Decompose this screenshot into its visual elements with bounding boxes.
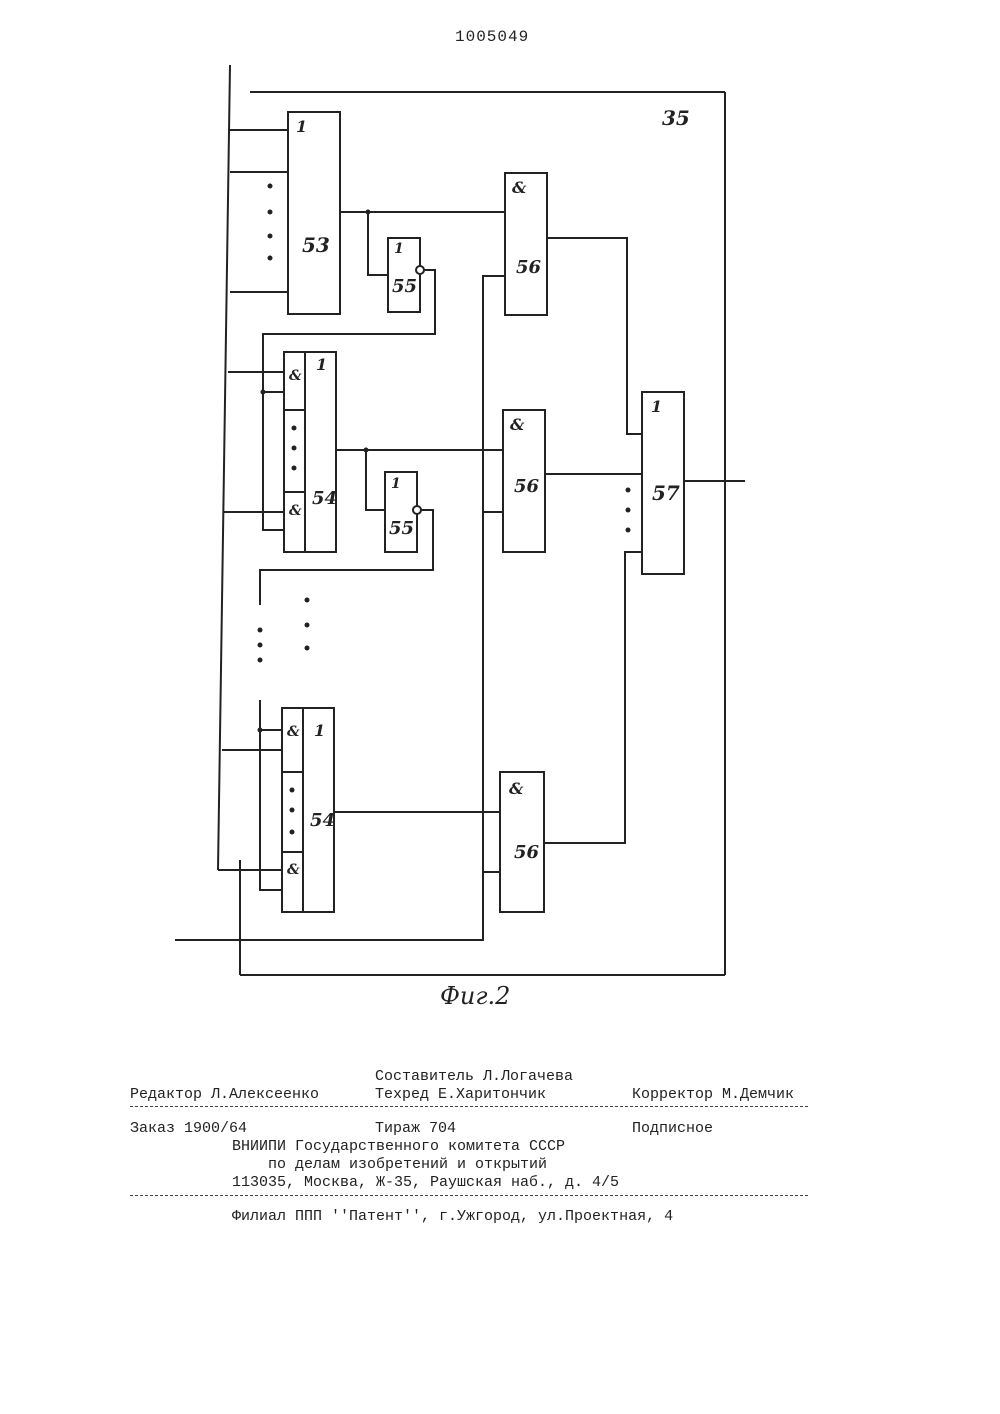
org-line-2: по делам изобретений и открытий bbox=[268, 1156, 547, 1173]
svg-text:1: 1 bbox=[651, 397, 662, 416]
label-57: 57 bbox=[652, 481, 680, 505]
subscription: Подписное bbox=[632, 1120, 713, 1137]
editor: Редактор Л.Алексеенко bbox=[130, 1086, 319, 1103]
org-line-1: ВНИИПИ Государственного комитета СССР bbox=[232, 1138, 565, 1155]
circulation: Тираж 704 bbox=[375, 1120, 456, 1137]
org-line-3: 113035, Москва, Ж-35, Раушская наб., д. … bbox=[232, 1174, 619, 1191]
svg-text:&: & bbox=[509, 779, 524, 798]
label-56-middle: 56 bbox=[514, 476, 540, 497]
label-frame: 35 bbox=[662, 106, 690, 130]
inverter-55-middle bbox=[385, 472, 417, 552]
label-54-bottom: 54 bbox=[310, 810, 335, 831]
label-55-top: 55 bbox=[392, 276, 417, 297]
label-54-middle: 54 bbox=[312, 488, 337, 509]
branch: Филиал ППП ''Патент'', г.Ужгород, ул.Про… bbox=[232, 1208, 673, 1225]
svg-text:&: & bbox=[287, 862, 300, 878]
ellipsis-53 bbox=[268, 184, 273, 261]
separator-2 bbox=[130, 1195, 808, 1196]
label-53: 53 bbox=[302, 233, 330, 257]
logic-circuit-diagram: 35 1 53 1 55 & 56 & & 1 54 1 55 bbox=[0, 0, 1000, 1000]
svg-text:1: 1 bbox=[314, 721, 325, 740]
block-53 bbox=[288, 112, 340, 314]
svg-text:&: & bbox=[510, 415, 525, 434]
label-56-bottom: 56 bbox=[514, 842, 540, 863]
compiler: Составитель Л.Логачева bbox=[375, 1068, 573, 1085]
techred: Техред Е.Харитончик bbox=[375, 1086, 546, 1103]
svg-text:&: & bbox=[287, 724, 300, 740]
order: Заказ 1900/64 bbox=[130, 1120, 247, 1137]
corrector: Корректор М.Демчик bbox=[632, 1086, 794, 1103]
svg-text:&: & bbox=[289, 503, 302, 519]
inverter-55-top bbox=[388, 238, 420, 312]
figure-caption: Фиг.2 bbox=[440, 982, 510, 1010]
svg-text:1: 1 bbox=[391, 476, 401, 492]
svg-text:1: 1 bbox=[296, 117, 307, 136]
separator-1 bbox=[130, 1106, 808, 1107]
svg-text:1: 1 bbox=[394, 241, 404, 257]
label-55-middle: 55 bbox=[389, 518, 414, 539]
svg-text:&: & bbox=[289, 368, 302, 384]
svg-text:1: 1 bbox=[316, 355, 327, 374]
label-56-top: 56 bbox=[516, 257, 542, 278]
svg-text:&: & bbox=[512, 178, 527, 197]
